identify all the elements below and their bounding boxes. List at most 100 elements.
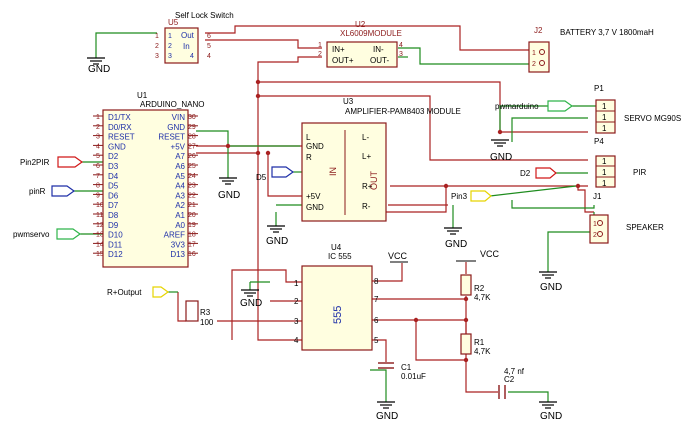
gnd-symbol: GND [218,177,240,201]
nano-pin-number: 8 [96,183,100,190]
c2-ref: C2 [504,375,515,384]
switch-num: 1 [168,33,172,40]
flag-pin2pir: Pin2PIR [20,156,84,168]
nano-pin-label: A2 [175,201,185,210]
amp-pin: GND [306,142,324,151]
pir-ref: P4 [594,137,604,146]
switch-pin-out: Out [181,31,195,40]
switch-num: 3 [168,53,172,60]
servo-ref: P1 [594,84,604,93]
amp-pin: L- [362,133,369,142]
pir-body [595,155,616,188]
switch-num: 2 [155,43,159,50]
c1-value: 0.01uF [401,372,426,381]
pir-connector: P4 1 1 1 PIR [594,137,647,188]
self-lock-switch: Self Lock Switch U5 Out In 1 2 3 1 2 3 6… [155,11,234,64]
gnd-symbol: GND [490,139,512,163]
switch-num: 4 [190,53,194,60]
nano-pin-number: 27 [188,143,196,150]
nano-pin-label: D0/RX [108,123,132,132]
nano-pin-number: 6 [96,163,100,170]
servo-label: SERVO MG90S [624,114,681,123]
nano-pin-number: 17 [188,241,196,248]
nano-pin-label: AREF [164,231,185,240]
nano-pin-label: D3 [108,162,119,171]
nano-pin-label: D10 [108,231,123,240]
nano-pin-label: RESET [158,133,185,142]
servo-body [595,99,616,134]
speaker-ref: J1 [593,192,602,201]
nano-pin-label: D6 [108,191,119,200]
ic555-body-label: 555 [332,306,344,324]
nano-pin-number: 14 [96,241,104,248]
resistor-r1: R1 4,7K [460,333,491,356]
servo-connector: P1 1 1 1 SERVO MG90S [594,84,681,134]
nano-pin-label: A1 [175,211,185,220]
capacitor-c1: C1 0.01uF [378,362,426,381]
nano-pin-label: A3 [175,191,185,200]
switch-num: 6 [207,33,211,40]
flag-pin3: Pin3 [451,190,492,202]
battery-num: 1 [532,50,536,57]
boost-num: 1 [318,42,322,49]
gnd-label: GND [218,190,240,201]
ic555-num: 5 [374,336,379,345]
nano-pin-label: 3V3 [171,240,186,249]
boost-num: 4 [399,42,403,49]
nano-pin-number: 22 [188,192,196,199]
nano-pin-label: A4 [175,182,185,191]
switch-ref: U5 [168,18,179,27]
nano-pin-number: 23 [188,183,196,190]
pir-num: 1 [602,179,607,188]
amplifier-module: U3 AMPLIFIER-PAM8403 MODULE L GND R +5V … [301,97,461,222]
boost-name: XL6009MODULE [340,29,402,38]
flag-text: pwmservo [13,230,50,239]
nano-pin-label: D8 [108,211,119,220]
nano-pin-number: 20 [188,212,196,219]
flag-text: D2 [520,169,531,178]
speaker-label: SPEAKER [626,223,664,232]
battery-connector: J2 1 2 BATTERY 3,7 V 1800maH [528,26,654,73]
gnd-label: GND [445,239,467,250]
nano-pin-label: D5 [108,182,119,191]
ic555-ref: U4 [331,243,342,252]
nano-pin-number: 11 [96,212,103,219]
nano-right-pins: 30VIN29GND28RESET27+5V26A725A624A523A422… [158,113,198,259]
nano-pin-label: RESET [108,133,135,142]
flag-text: pinR [29,187,46,196]
ic555-num: 4 [294,336,299,345]
nano-pin-label: D12 [108,250,123,259]
gnd-label: GND [376,411,398,422]
ic555-num: 8 [374,277,379,286]
servo-num: 1 [602,113,607,122]
ic555-num: 7 [374,295,379,304]
ic555-num: 3 [294,317,299,326]
c2-value: 4,7 nf [504,367,525,376]
ic-555: U4 IC 555 555 1 2 3 4 8 7 6 5 [294,243,379,351]
nano-pin-label: D7 [108,201,119,210]
ic555-num: 1 [294,279,299,288]
boost-num: 3 [399,51,403,58]
capacitor-c2: 4,7 nf C2 [498,367,525,399]
nano-pin-number: 16 [188,251,196,258]
boost-body [326,41,398,68]
boost-pin-out-plus: OUT+ [332,56,354,65]
r1-ref: R1 [474,338,485,347]
nano-ref: U1 [137,91,148,100]
battery-ref: J2 [534,26,543,35]
switch-body [164,27,199,64]
speaker-connector: J1 1 2 SPEAKER [589,192,664,244]
pir-num: 1 [602,157,607,166]
nano-pin-label: +5V [171,142,186,151]
nano-pin-number: 7 [96,173,100,180]
gnd-label: GND [490,152,512,163]
speaker-body [589,214,609,244]
net-lines [74,32,598,402]
gnd-label: GND [88,64,110,75]
gnd-symbol: GND [87,57,110,75]
flag-text: pwmarduino [495,102,539,111]
ic555-num: 6 [374,316,379,325]
nano-pin-number: 1 [96,114,100,121]
